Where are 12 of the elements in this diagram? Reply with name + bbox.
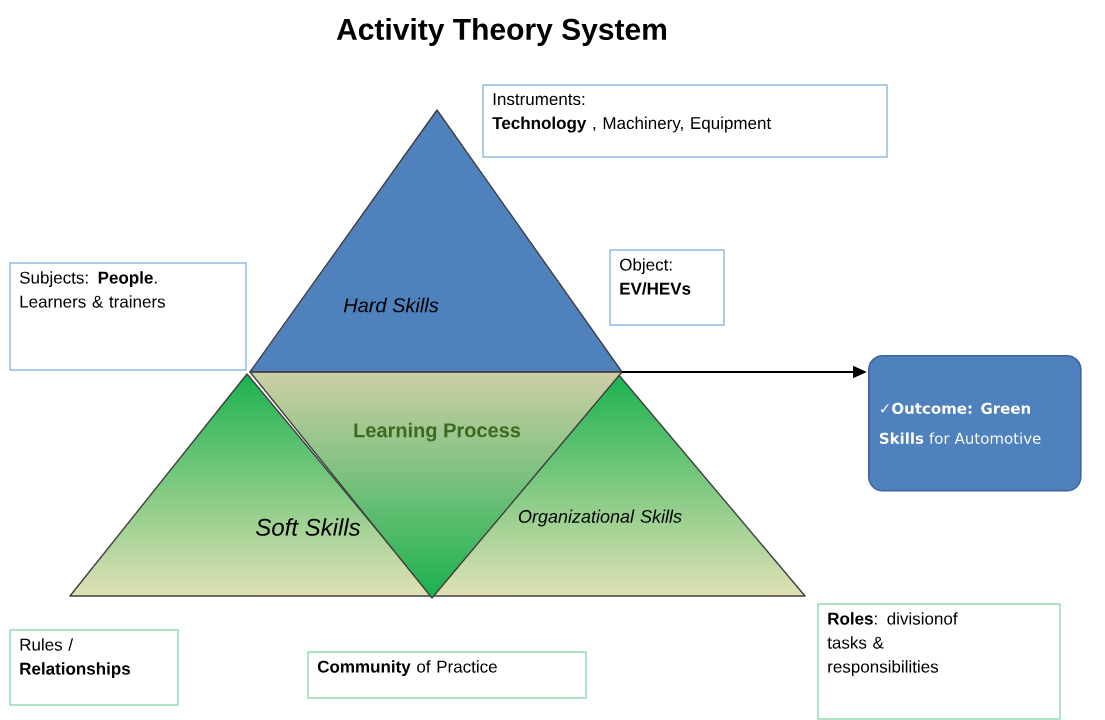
label-box: Roles: divisionof tasks & responsibilities <box>817 603 1061 720</box>
label-box: Instruments: Technology , Machinery, Equipment <box>482 84 888 158</box>
triangle-label: Learning Process <box>354 422 521 442</box>
outcome-box: ✓Outcome: Green Skills for Automotive <box>868 355 1082 492</box>
label-box: Object: EV/HEVs <box>609 249 725 326</box>
label-box: Community of Practice <box>307 651 587 699</box>
triangle-label: Organizational Skills <box>518 509 682 527</box>
triangle-label: Hard Skills <box>343 297 439 313</box>
label-box: Rules / Relationships <box>9 629 179 706</box>
label-box: Subjects: People. Learners & trainers <box>9 262 247 371</box>
triangle-label: Soft Skills <box>256 518 361 536</box>
title: Activity Theory System <box>336 18 666 46</box>
